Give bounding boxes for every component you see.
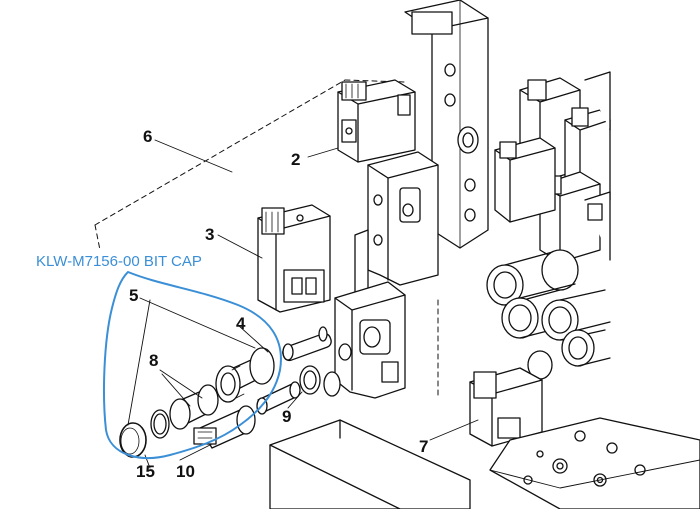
callout-3: 3 — [205, 225, 215, 244]
solenoid-valve-2 — [337, 79, 416, 163]
solenoid-valve-3 — [257, 204, 331, 313]
sleeve-8 — [169, 384, 219, 430]
callout-6: 6 — [143, 127, 153, 146]
callout-9: 9 — [282, 407, 292, 426]
right-cylinders — [486, 249, 611, 380]
callout-10: 10 — [176, 462, 195, 481]
manifold-valve-block — [334, 151, 439, 399]
base-plate — [489, 417, 700, 509]
o-ring-small — [150, 409, 170, 439]
enclosure-box — [269, 419, 471, 509]
callout-2: 2 — [291, 150, 301, 169]
connector-tube — [323, 371, 341, 397]
callout-7: 7 — [419, 437, 429, 456]
callout-5: 5 — [129, 286, 139, 305]
right-valve-bank — [494, 71, 611, 263]
leader-lines — [127, 139, 479, 469]
callout-15: 15 — [136, 462, 155, 481]
callout-4: 4 — [236, 314, 246, 333]
bit-cap-barrel-5 — [215, 347, 275, 403]
annotation-highlight-loop — [103, 271, 282, 459]
end-cap-15 — [119, 422, 147, 458]
callout-8: 8 — [149, 351, 159, 370]
fitting-4 — [282, 326, 332, 362]
manifold-column-top — [404, 0, 489, 249]
part-annotation-label: KLW-M7156-00 BIT CAP — [36, 253, 202, 270]
solenoid-valve-7 — [469, 367, 543, 447]
